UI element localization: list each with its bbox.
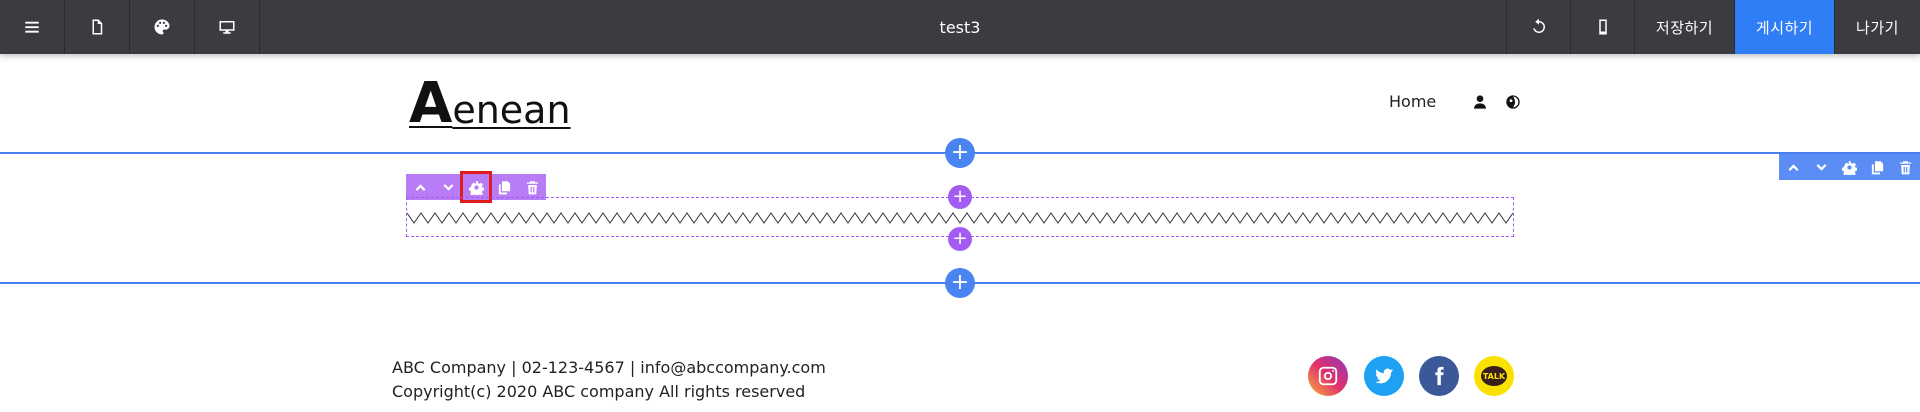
block-copy-button[interactable] [493, 176, 515, 198]
trash-icon [526, 180, 538, 194]
undo-button[interactable] [1506, 0, 1570, 54]
twitter-icon[interactable] [1364, 356, 1404, 396]
save-button[interactable]: 저장하기 [1634, 0, 1734, 54]
mobile-preview-button[interactable] [1570, 0, 1634, 54]
block-move-down-button[interactable] [437, 176, 459, 198]
mobile-icon [1598, 19, 1607, 35]
editor-toolbar: test3 저장하기 게시하기 나가기 [0, 0, 1920, 54]
chevron-down-icon [443, 183, 453, 191]
kakao-talk-label: TALK [1481, 366, 1507, 386]
kakaotalk-icon[interactable]: TALK [1474, 356, 1514, 396]
chevron-up-icon [1788, 163, 1799, 171]
user-icon[interactable] [1472, 94, 1488, 110]
nav-home-link[interactable]: Home [1389, 92, 1437, 111]
copy-icon [498, 180, 510, 194]
chevron-down-icon [1816, 163, 1827, 171]
logo-capital: A [409, 71, 453, 136]
footer-copyright: Copyright(c) 2020 ABC company All rights… [392, 382, 806, 401]
section-move-down-button[interactable] [1810, 156, 1832, 178]
footer-contact: ABC Company | 02-123-4567 | info@abccomp… [392, 358, 826, 377]
section-delete-button[interactable] [1895, 156, 1917, 178]
instagram-icon[interactable] [1308, 356, 1348, 396]
exit-button[interactable]: 나가기 [1834, 0, 1920, 54]
add-section-above-button[interactable]: + [945, 138, 975, 168]
menu-button[interactable] [0, 0, 65, 54]
add-section-below-button[interactable]: + [945, 268, 975, 298]
block-settings-button[interactable] [460, 171, 492, 203]
chevron-up-icon [415, 183, 425, 191]
block-toolbar [406, 171, 546, 203]
section-settings-button[interactable] [1838, 156, 1860, 178]
gear-icon [468, 180, 484, 195]
copy-icon [1872, 160, 1884, 174]
hamburger-icon [25, 21, 39, 33]
palette-icon [154, 19, 170, 35]
block-delete-button[interactable] [521, 176, 543, 198]
page-button[interactable] [65, 0, 130, 54]
monitor-icon [219, 21, 235, 34]
logo-text: enean [452, 88, 571, 132]
add-block-below-button[interactable]: + [948, 227, 972, 251]
desktop-preview-button[interactable] [195, 0, 260, 54]
theme-button[interactable] [130, 0, 195, 54]
add-block-above-button[interactable]: + [948, 185, 972, 209]
block-move-up-button[interactable] [409, 176, 431, 198]
section-move-up-button[interactable] [1782, 156, 1804, 178]
undo-icon [1532, 18, 1545, 33]
facebook-icon[interactable] [1419, 356, 1459, 396]
document-icon [92, 19, 103, 35]
section-copy-button[interactable] [1867, 156, 1889, 178]
section-toolbar [1779, 154, 1920, 180]
gear-icon [1841, 160, 1857, 175]
publish-button[interactable]: 게시하기 [1734, 0, 1834, 54]
globe-icon[interactable] [1505, 94, 1521, 110]
zigzag-divider [407, 212, 1513, 224]
trash-icon [1900, 160, 1912, 174]
